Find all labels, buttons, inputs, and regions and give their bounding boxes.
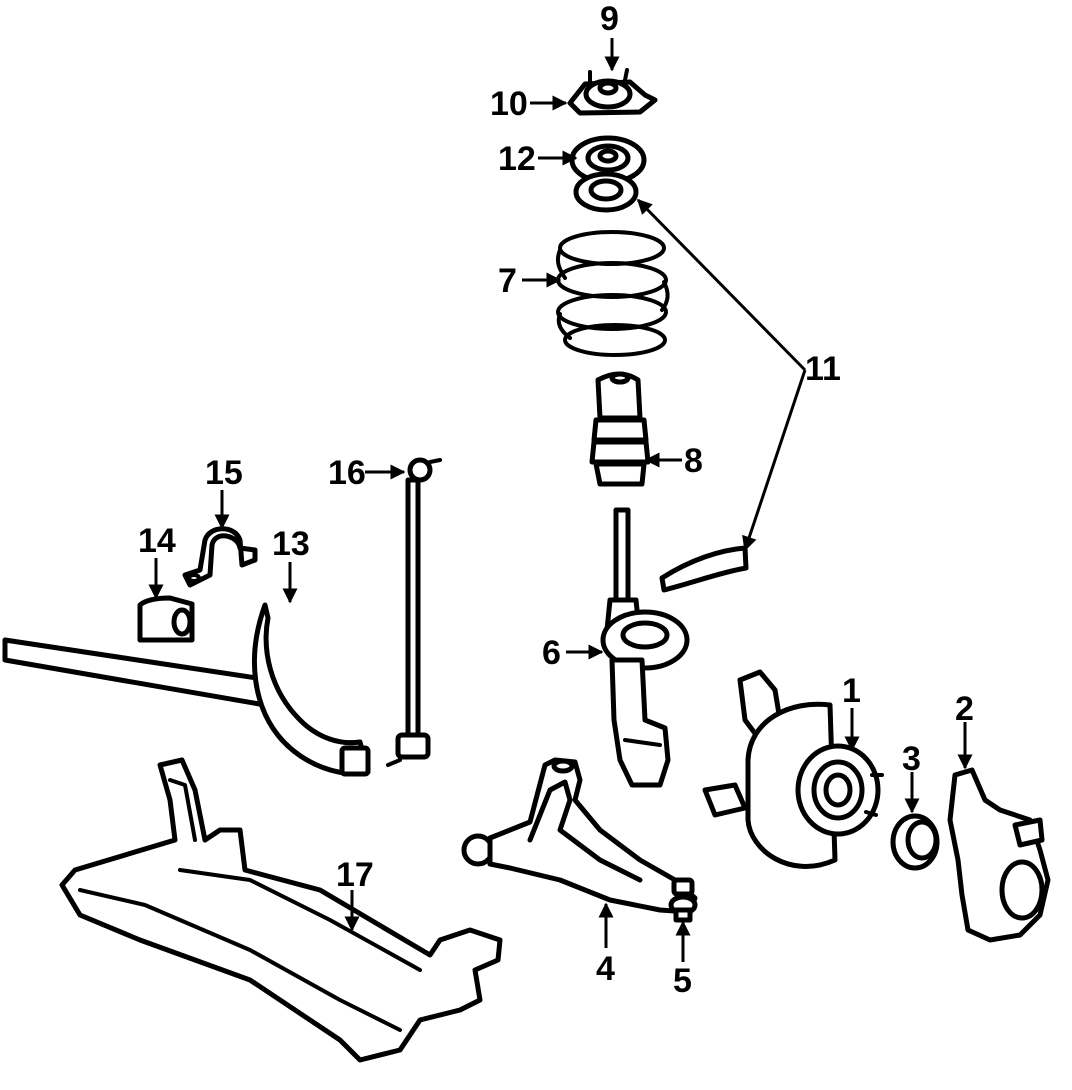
hub-assembly[interactable] [702, 669, 884, 869]
callout-8: 8 [684, 442, 703, 480]
callout-14: 14 [138, 522, 176, 560]
callout-4: 4 [596, 950, 615, 988]
callout-13: 13 [272, 525, 310, 563]
callout-16: 16 [328, 454, 366, 492]
leader-lines [148, 38, 973, 962]
upper-insulator[interactable] [573, 171, 639, 213]
callout-12: 12 [498, 140, 536, 178]
strut-assembly[interactable] [600, 507, 690, 788]
callout-1: 1 [842, 672, 861, 710]
steering-knuckle[interactable] [947, 767, 1051, 943]
callout-17: 17 [336, 856, 374, 894]
ball-joint[interactable] [668, 877, 698, 923]
crossmember[interactable] [59, 757, 503, 1063]
callout-2: 2 [955, 690, 974, 728]
coil-spring[interactable] [555, 230, 670, 357]
callout-10: 10 [490, 85, 528, 123]
dust-boot[interactable] [589, 371, 651, 487]
callout-15: 15 [205, 454, 243, 492]
strut-bearing[interactable] [569, 135, 647, 185]
callout-6: 6 [542, 634, 561, 672]
callout-9: 9 [600, 0, 619, 38]
callout-11: 11 [805, 350, 841, 388]
callout-labels: 9 10 12 7 11 8 16 15 13 14 6 1 2 3 17 4 … [138, 0, 974, 1000]
lower-control-arm[interactable] [461, 757, 698, 915]
callout-3: 3 [902, 740, 921, 778]
stabilizer-bushing[interactable] [137, 595, 195, 643]
wheel-bearing[interactable] [890, 813, 940, 871]
bushing-bracket[interactable] [182, 526, 258, 588]
strut-mount[interactable] [567, 68, 658, 116]
callout-5: 5 [673, 962, 692, 1000]
stabilizer-bar[interactable] [2, 602, 371, 777]
stabilizer-link[interactable] [386, 457, 442, 767]
callout-7: 7 [498, 262, 517, 300]
lower-insulator[interactable] [659, 545, 749, 593]
